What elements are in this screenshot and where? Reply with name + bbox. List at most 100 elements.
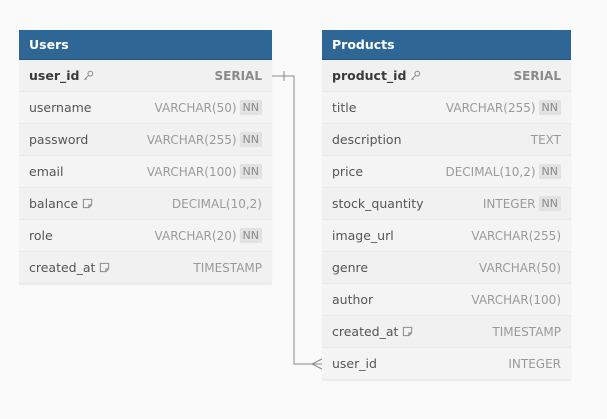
field-name: role <box>29 228 53 243</box>
field-type: VARCHAR(255) <box>471 228 561 243</box>
field-name: balance <box>29 196 79 211</box>
field-type-cell: TIMESTAMP <box>492 325 561 339</box>
field-type: TIMESTAMP <box>193 260 262 275</box>
field-name: stock_quantity <box>332 196 424 211</box>
field-row[interactable]: password VARCHAR(255)NN <box>19 124 272 156</box>
field-type-cell: INTEGER <box>508 357 561 371</box>
field-type: VARCHAR(50) <box>479 260 561 275</box>
field-row[interactable]: user_id INTEGER <box>322 348 571 380</box>
key-icon <box>83 70 94 81</box>
field-type-cell: SERIAL <box>514 69 561 83</box>
field-row[interactable]: product_id SERIAL <box>322 60 571 92</box>
field-name-cell: username <box>29 100 92 115</box>
field-name-cell: genre <box>332 260 368 275</box>
not-null-badge: NN <box>239 228 262 243</box>
field-type-cell: VARCHAR(255)NN <box>147 132 262 147</box>
note-icon[interactable] <box>402 326 413 337</box>
field-name: description <box>332 132 402 147</box>
field-name: user_id <box>29 68 80 83</box>
field-name-cell: user_id <box>29 68 94 83</box>
field-name-cell: user_id <box>332 356 377 371</box>
not-null-badge: NN <box>538 196 561 211</box>
field-name-cell: password <box>29 132 88 147</box>
table-header[interactable]: Users <box>19 30 272 60</box>
field-row[interactable]: username VARCHAR(50)NN <box>19 92 272 124</box>
field-type: VARCHAR(100) <box>471 292 561 307</box>
field-name: created_at <box>29 260 96 275</box>
field-type: SERIAL <box>214 68 262 83</box>
field-name: title <box>332 100 357 115</box>
field-type-cell: VARCHAR(255)NN <box>446 100 561 115</box>
field-name: image_url <box>332 228 394 243</box>
field-type: INTEGER <box>508 356 561 371</box>
not-null-badge: NN <box>239 132 262 147</box>
field-row[interactable]: email VARCHAR(100)NN <box>19 156 272 188</box>
field-name-cell: stock_quantity <box>332 196 424 211</box>
not-null-badge: NN <box>538 164 561 179</box>
field-name: email <box>29 164 64 179</box>
field-type-cell: VARCHAR(20)NN <box>155 228 262 243</box>
field-name-cell: price <box>332 164 363 179</box>
field-type-cell: VARCHAR(100) <box>471 293 561 307</box>
note-icon[interactable] <box>82 198 93 209</box>
field-name-cell: created_at <box>29 260 110 275</box>
field-name-cell: image_url <box>332 228 394 243</box>
field-row[interactable]: title VARCHAR(255)NN <box>322 92 571 124</box>
field-name-cell: description <box>332 132 402 147</box>
field-type: VARCHAR(255) <box>445 100 536 115</box>
field-name: price <box>332 164 364 179</box>
field-type-cell: DECIMAL(10,2) <box>172 197 262 211</box>
table-header[interactable]: Products <box>322 30 571 60</box>
field-name: password <box>29 132 89 147</box>
relation-line[interactable] <box>272 75 322 365</box>
not-null-badge: NN <box>538 100 561 115</box>
field-row[interactable]: price DECIMAL(10,2)NN <box>322 156 571 188</box>
field-type: TIMESTAMP <box>492 324 561 339</box>
field-type-cell: VARCHAR(255) <box>471 229 561 243</box>
field-name-cell: balance <box>29 196 93 211</box>
field-type: VARCHAR(50) <box>154 100 237 115</box>
not-null-badge: NN <box>239 164 262 179</box>
field-type: VARCHAR(100) <box>146 164 237 179</box>
many-cardinality-marker <box>310 358 323 370</box>
field-type-cell: VARCHAR(50)NN <box>155 100 262 115</box>
field-type: SERIAL <box>513 68 561 83</box>
field-type-cell: SERIAL <box>215 69 262 83</box>
field-name: created_at <box>332 324 399 339</box>
field-row[interactable]: image_url VARCHAR(255) <box>322 220 571 252</box>
field-type-cell: DECIMAL(10,2)NN <box>445 164 561 179</box>
field-name-cell: created_at <box>332 324 413 339</box>
field-name: user_id <box>332 356 377 371</box>
field-name-cell: author <box>332 292 373 307</box>
field-name-cell: role <box>29 228 53 243</box>
field-type: DECIMAL(10,2) <box>171 196 262 211</box>
field-row[interactable]: created_at TIMESTAMP <box>322 316 571 348</box>
field-type: DECIMAL(10,2) <box>445 164 536 179</box>
field-type-cell: TIMESTAMP <box>193 261 262 275</box>
field-type: VARCHAR(255) <box>146 132 237 147</box>
field-row[interactable]: author VARCHAR(100) <box>322 284 571 316</box>
note-icon[interactable] <box>99 262 110 273</box>
field-name: author <box>332 292 374 307</box>
field-row[interactable]: description TEXT <box>322 124 571 156</box>
field-row[interactable]: user_id SERIAL <box>19 60 272 92</box>
field-name-cell: product_id <box>332 68 421 83</box>
field-row[interactable]: genre VARCHAR(50) <box>322 252 571 284</box>
field-row[interactable]: role VARCHAR(20)NN <box>19 220 272 252</box>
field-name: genre <box>332 260 369 275</box>
field-name: username <box>29 100 92 115</box>
field-type: TEXT <box>530 132 561 147</box>
field-type: VARCHAR(20) <box>154 228 237 243</box>
field-row[interactable]: created_at TIMESTAMP <box>19 252 272 284</box>
field-row[interactable]: balance DECIMAL(10,2) <box>19 188 272 220</box>
key-icon <box>410 70 421 81</box>
field-name: product_id <box>332 68 407 83</box>
field-type-cell: TEXT <box>531 133 561 147</box>
not-null-badge: NN <box>239 100 262 115</box>
field-type: INTEGER <box>482 196 536 211</box>
